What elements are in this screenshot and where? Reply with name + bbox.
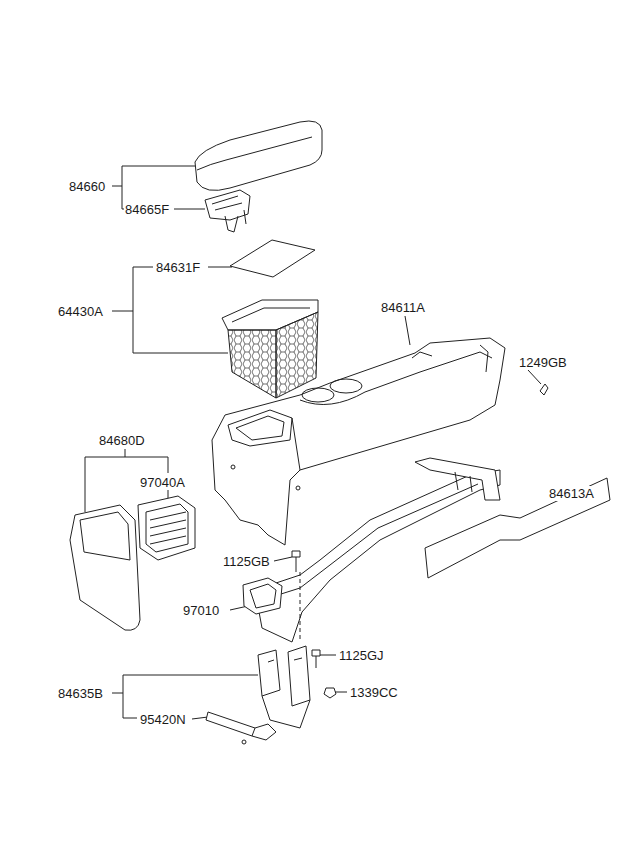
callout-number: 1125GB — [222, 554, 271, 569]
callout-number: 84631F — [155, 260, 201, 275]
callout-number: 64430A — [57, 304, 104, 319]
callout-number: 84613A — [548, 486, 595, 501]
callout-number: 97040A — [139, 475, 186, 490]
callout-number: 1249GB — [518, 355, 568, 370]
callout-number: 84611A — [380, 300, 426, 315]
callout-number: 97010 — [182, 603, 220, 618]
callout-number: 84665F — [124, 202, 170, 217]
callout-number: 84660 — [68, 179, 106, 194]
callout-number: 84680D — [98, 433, 146, 448]
callout-number: 1125GJ — [338, 648, 385, 663]
callout-number: 84635B — [57, 686, 104, 701]
callout-number: 95420N — [139, 712, 187, 727]
callout-number: 1339CC — [349, 685, 399, 700]
